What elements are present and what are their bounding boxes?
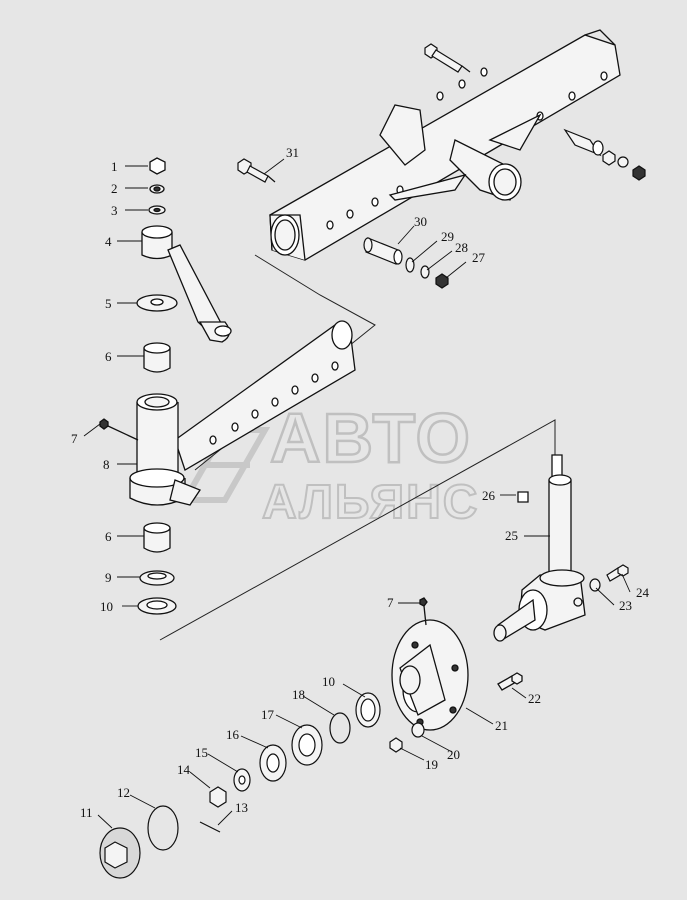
callout-labels: 1 2 3 4 5 6 7 8 6 9 10 31 30 29 28 27 26… [71, 145, 650, 820]
callout-30: 30 [414, 214, 427, 229]
callout-5: 5 [105, 296, 112, 311]
callout-29: 29 [441, 229, 454, 244]
callout-27: 27 [472, 250, 486, 265]
parts-23-24 [589, 564, 629, 592]
callout-12: 12 [117, 785, 130, 800]
leader-lines [83, 158, 631, 829]
callout-10-right: 10 [322, 674, 335, 689]
callout-4: 4 [105, 234, 112, 249]
callout-26: 26 [482, 488, 496, 503]
callout-31: 31 [286, 145, 299, 160]
hub-bearing-parts [99, 692, 425, 879]
callout-11: 11 [80, 805, 93, 820]
callout-13: 13 [235, 800, 248, 815]
callout-8: 8 [103, 457, 110, 472]
callout-3: 3 [111, 203, 118, 218]
callout-17: 17 [261, 707, 275, 722]
part-25-stub-axle [493, 454, 586, 642]
callout-2: 2 [111, 181, 118, 196]
callout-25: 25 [505, 528, 518, 543]
beam-holes [326, 67, 608, 230]
callout-7-right: 7 [387, 595, 394, 610]
callout-7-left: 7 [71, 431, 78, 446]
part-21-hub [391, 597, 523, 731]
callout-21: 21 [495, 718, 508, 733]
callout-14: 14 [177, 762, 191, 777]
left-knuckle [99, 157, 356, 615]
callout-1: 1 [111, 159, 118, 174]
watermark-line1: АВТО [270, 399, 472, 477]
callout-16: 16 [226, 727, 240, 742]
callout-22: 22 [528, 691, 541, 706]
callout-9: 9 [105, 570, 112, 585]
watermark: АВТО АЛЬЯНС [179, 398, 479, 530]
callout-6-upper: 6 [105, 349, 112, 364]
callout-10-left: 10 [100, 599, 113, 614]
callout-6-lower: 6 [105, 529, 112, 544]
beam-top-bolt [424, 43, 471, 73]
axle-beam [269, 29, 621, 261]
callout-24: 24 [636, 585, 650, 600]
part-31-bolt [237, 158, 276, 183]
callout-18: 18 [292, 687, 305, 702]
callout-23: 23 [619, 598, 632, 613]
beam-right-fasteners [563, 128, 646, 181]
callout-28: 28 [455, 240, 468, 255]
callout-15: 15 [195, 745, 208, 760]
parts-27-30 [363, 237, 449, 289]
watermark-line2: АЛЬЯНС [262, 476, 479, 529]
callout-20: 20 [447, 747, 460, 762]
callout-19: 19 [425, 757, 438, 772]
